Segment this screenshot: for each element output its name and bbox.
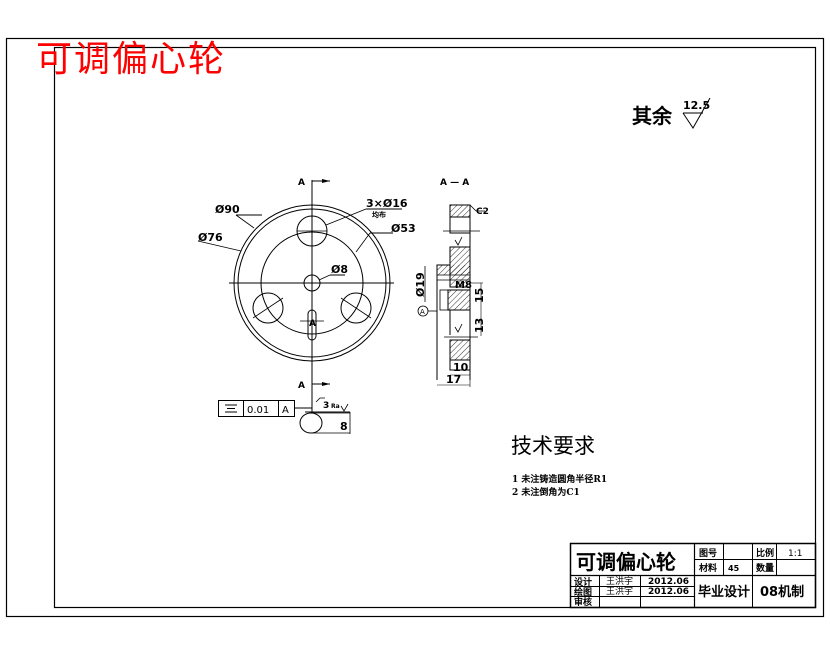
tolerance-frame: 0.01 A (218, 400, 312, 417)
tb-designer-label: 设计 (574, 576, 592, 588)
dim-13: 13 (473, 318, 486, 333)
section-title: A — A (440, 178, 469, 188)
tb-part-name: 可调偏心轮 (576, 550, 676, 574)
tb-designer-name: 王洪宇 (606, 575, 633, 587)
circle-d76 (237, 208, 387, 358)
tb-material-label: 材料 (698, 562, 717, 574)
dim-d90: Ø90 (215, 203, 240, 216)
front-view: A Ø90 Ø76 Ø53 3×Ø16 均布 Ø8 A A 0. (197, 178, 416, 434)
dim-d19: Ø19 (414, 272, 427, 297)
slot (307, 309, 317, 341)
other-roughness-label: 其余 (632, 104, 672, 128)
tech-requirements-title: 技术要求 (511, 434, 595, 458)
hatch-hub-mid (447, 289, 471, 311)
hatch-hub-top (437, 265, 470, 275)
section-mark-top: A (298, 178, 305, 188)
tb-drafter-name: 王洪宇 (606, 585, 633, 597)
section-view: A — A Ø19 A M8 15 13 10 17 (414, 178, 489, 387)
tolerance-value: 0.01 (247, 405, 269, 416)
inner-border (53, 46, 817, 609)
detail-label: 3 (323, 401, 329, 411)
dim-m8: M8 (455, 280, 472, 291)
hole-right (340, 292, 372, 324)
tb-scale-value: 1:1 (788, 549, 802, 559)
tech-requirement-item: 1 未注铸造圆角半径R1 (512, 475, 608, 485)
tb-drafter-date: 2012.06 (648, 587, 689, 597)
tb-reviewer-label: 审核 (574, 596, 592, 608)
slot-detail: 3 Ra 8 (299, 395, 351, 434)
dim-holes: 3×Ø16 (366, 197, 408, 210)
title-block (569, 542, 817, 609)
hatch-flange-top (449, 204, 471, 218)
title-block-text: 可调偏心轮 图号 比例 1:1 材料 45 数量 设计 王洪宇 2012.06 … (574, 547, 804, 608)
tb-drawing-no-label: 图号 (699, 548, 717, 559)
dim-d76: Ø76 (198, 231, 223, 244)
hatch-flange-bottom (449, 339, 471, 361)
other-roughness-symbol: 12.5 (682, 97, 711, 129)
tb-drafter-label: 绘图 (574, 586, 592, 598)
tb-quantity-label: 数量 (756, 562, 774, 574)
dim-chamfer-top: C2 (476, 207, 489, 217)
slot-label: A (309, 319, 316, 329)
tb-project: 毕业设计 (698, 584, 750, 600)
tb-designer-date: 2012.06 (648, 577, 689, 587)
section-mark-bottom: A (298, 381, 305, 391)
detail-rough: Ra (331, 403, 340, 410)
dim-holes-note: 均布 (372, 210, 386, 219)
datum-label: A (420, 308, 425, 316)
other-roughness-value: 12.5 (683, 99, 710, 112)
tb-material-value: 45 (728, 564, 740, 573)
circle-d90 (233, 204, 391, 362)
outer-border (5, 37, 825, 618)
dim-17: 17 (446, 373, 461, 386)
dim-d53: Ø53 (391, 222, 416, 235)
drawing-title-red: 可调偏心轮 (36, 39, 227, 80)
bore-d8 (303, 274, 321, 292)
hole-left (252, 292, 284, 324)
circle-d53 (260, 231, 364, 335)
dim-10: 10 (453, 361, 469, 374)
dim-d8: Ø8 (331, 263, 348, 276)
tolerance-datum: A (282, 405, 289, 416)
tb-class: 08机制 (760, 584, 804, 600)
tech-requirement-item: 2 未注倒角为C1 (512, 488, 580, 498)
tb-scale-label: 比例 (756, 547, 774, 559)
dim-15: 15 (473, 288, 486, 303)
detail-dim: 8 (340, 420, 348, 433)
